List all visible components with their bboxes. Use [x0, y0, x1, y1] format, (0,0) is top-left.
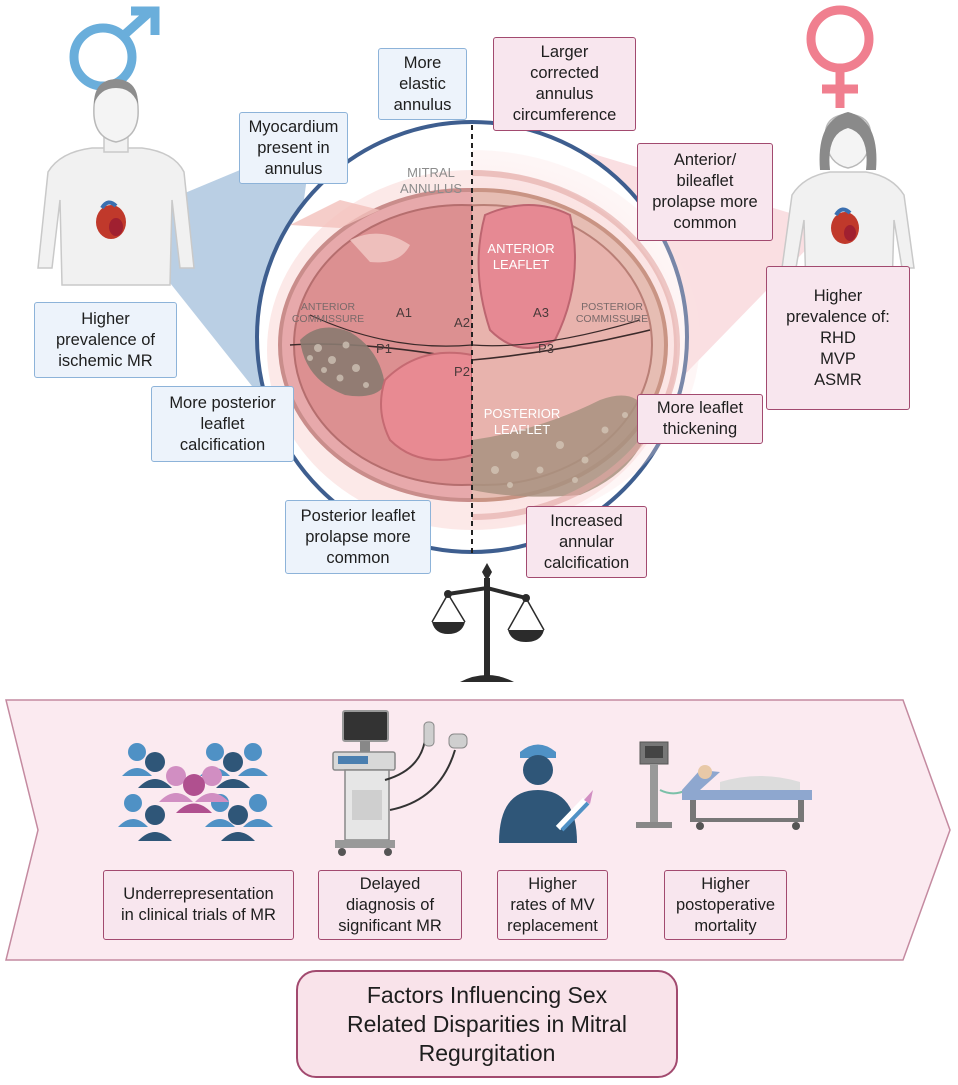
scale-of-justice-icon [431, 563, 545, 682]
male-ischemic-mr-box: Higher prevalence of ischemic MR [34, 302, 177, 378]
segment-a2: A2 [454, 315, 470, 330]
segment-p2: P2 [454, 364, 470, 379]
valve-left-half [278, 188, 472, 502]
trials-underrepresentation-box: Underrepresentation in clinical trials o… [103, 870, 294, 940]
diagram-title: Factors Influencing Sex Related Disparit… [296, 970, 678, 1078]
surgeon-icon [499, 744, 593, 843]
female-symbol-icon [806, 5, 874, 108]
segment-p3: P3 [538, 341, 554, 356]
segment-a3: A3 [533, 305, 549, 320]
female-circumference-box: Larger corrected annulus circumference [493, 37, 636, 131]
male-elastic-annulus-box: More elastic annulus [378, 48, 467, 120]
delayed-diagnosis-box: Delayed diagnosis of significant MR [318, 870, 462, 940]
male-calcification-box: More posterior leaflet calcification [151, 386, 294, 462]
male-myocardium-box: Myocardium present in annulus [239, 112, 348, 184]
female-figure [781, 112, 915, 291]
mv-replacement-box: Higher rates of MV replacement [497, 870, 608, 940]
postoperative-mortality-box: Higher postoperative mortality [664, 870, 787, 940]
male-heart-icon [96, 200, 126, 239]
segment-p1: P1 [376, 341, 392, 356]
segment-a1: A1 [396, 305, 412, 320]
male-figure [37, 79, 195, 286]
female-annular-calcification-box: Increased annular calcification [526, 506, 647, 578]
ultrasound-machine-icon [332, 710, 468, 856]
people-group-icon [118, 743, 273, 841]
female-thickening-box: More leaflet thickening [637, 394, 763, 444]
hospital-bed-icon [636, 741, 812, 830]
male-symbol-icon [69, 6, 160, 91]
female-prevalence-box: Higher prevalence of: RHD MVP ASMR [766, 266, 910, 410]
female-anterior-prolapse-box: Anterior/ bileaflet prolapse more common [637, 143, 773, 241]
male-posterior-prolapse-box: Posterior leaflet prolapse more common [285, 500, 431, 574]
female-heart-icon [831, 207, 859, 244]
